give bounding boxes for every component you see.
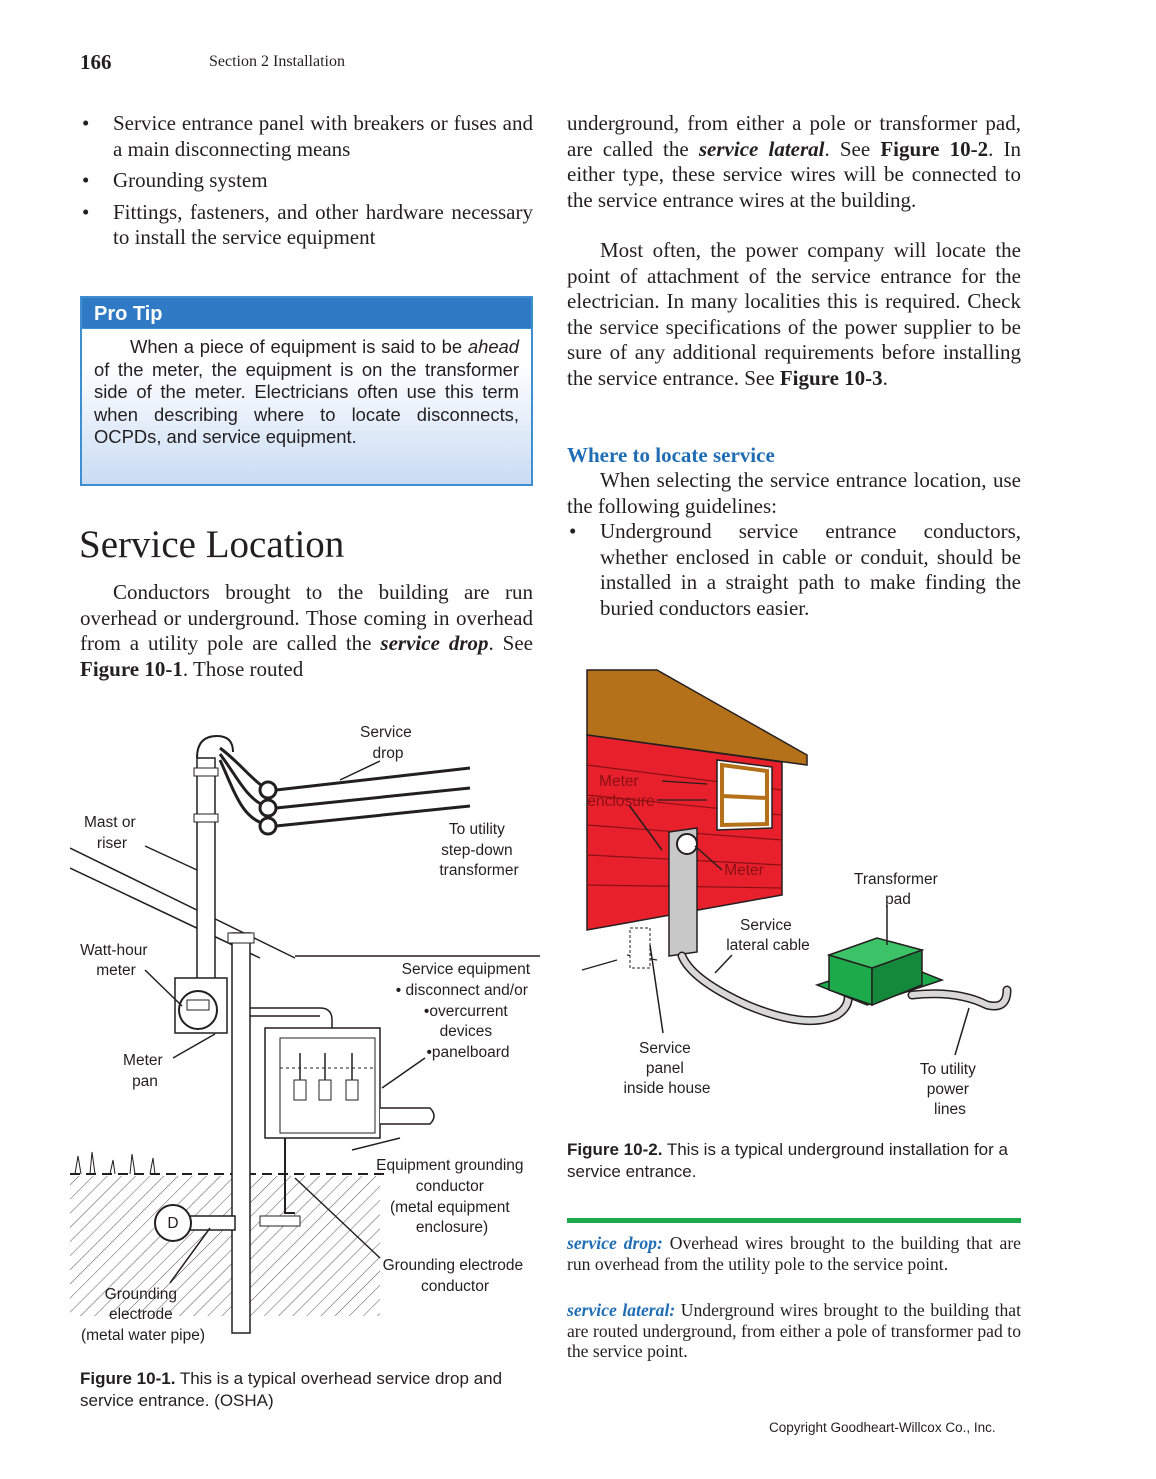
weatherhead bbox=[196, 734, 234, 759]
leader-line bbox=[381, 1057, 426, 1089]
section-heading: Service Location bbox=[79, 523, 345, 566]
mast bbox=[196, 757, 216, 989]
attachment-paragraph: Most often, the power company will locat… bbox=[567, 238, 1021, 390]
pro-tip-text: When a piece of equipment is said to be … bbox=[94, 336, 519, 448]
label-transformer-pad: Transformer pad bbox=[854, 871, 942, 908]
leader-line bbox=[339, 760, 381, 781]
service-conduit bbox=[231, 932, 251, 1334]
list-item: •Service entrance panel with breakers or… bbox=[82, 111, 533, 161]
leader-line bbox=[144, 845, 198, 871]
label-service-equipment: Service equipment • disconnect and/or •o… bbox=[396, 961, 535, 1061]
leader-line bbox=[714, 954, 733, 974]
copyright: Copyright Goodheart-Willcox Co., Inc. bbox=[769, 1420, 996, 1435]
label-utility-transformer: To utility step-down transformer bbox=[439, 821, 518, 879]
glossary-rule bbox=[567, 1218, 1021, 1223]
water-pipe bbox=[184, 1215, 236, 1231]
leader-line bbox=[351, 1137, 401, 1151]
left-bullet-list: •Service entrance panel with breakers or… bbox=[80, 111, 533, 257]
leader-line bbox=[649, 944, 664, 1034]
insulator bbox=[258, 798, 278, 818]
insulator bbox=[258, 780, 278, 800]
where-paragraph: When selecting the service entrance loca… bbox=[567, 468, 1021, 518]
service-lateral-cable-fill bbox=[679, 953, 852, 1024]
ground-soil bbox=[70, 1176, 380, 1316]
mast-strap bbox=[193, 813, 219, 823]
roof bbox=[586, 669, 808, 766]
continued-paragraph: underground, from either a pole or trans… bbox=[567, 111, 1021, 212]
pro-tip-box: Pro Tip When a piece of equipment is sai… bbox=[80, 296, 533, 486]
fuse bbox=[293, 1079, 307, 1101]
window-mullion bbox=[721, 794, 768, 800]
transformer-top bbox=[826, 937, 925, 969]
grounding-electrode-conductor bbox=[284, 1138, 295, 1214]
figure-10-2-underground-service: Meter enclosure Meter Transformer pad Se… bbox=[581, 669, 1012, 1118]
water-pipe-end bbox=[154, 1204, 192, 1242]
glossary-entry-service-drop: service drop: Overhead wires brought to … bbox=[567, 1233, 1021, 1274]
label-meter-enclosure: Meter enclosure bbox=[587, 773, 654, 810]
feeder-conduit bbox=[250, 1007, 333, 1030]
grass bbox=[74, 1151, 156, 1175]
service-drop-wire bbox=[275, 786, 471, 810]
list-item: •Grounding system bbox=[82, 168, 268, 193]
subheading: Where to locate service bbox=[567, 443, 775, 467]
service-location-paragraph: Conductors brought to the building are r… bbox=[80, 580, 534, 681]
leader-line bbox=[954, 1007, 970, 1056]
meter-dials bbox=[186, 999, 210, 1011]
service-panel-inside bbox=[629, 927, 651, 969]
list-item: •Underground service entrance conductors… bbox=[569, 519, 1021, 620]
figure-10-1-caption: Figure 10-1. This is a typical overhead … bbox=[80, 1369, 503, 1410]
figure-10-1-overhead-service: D Service drop Mast or riser To utility … bbox=[70, 724, 540, 1344]
label-utility-power-lines: To utility power lines bbox=[920, 1061, 980, 1118]
utility-cable-fill bbox=[909, 987, 1010, 1009]
meter bbox=[676, 833, 698, 855]
fuse bbox=[345, 1079, 359, 1101]
page-number: 166 bbox=[80, 50, 112, 74]
leader-line bbox=[694, 845, 723, 871]
label-mast-riser: Mast or riser bbox=[84, 814, 140, 852]
drop-wire bbox=[218, 759, 266, 826]
label-watt-hour-meter: Watt-hour meter bbox=[80, 942, 152, 979]
label-equipment-grounding-conductor: Equipment grounding conductor (metal equ… bbox=[376, 1157, 528, 1236]
service-drop-wire bbox=[275, 804, 471, 828]
label-meter-pan: Meter pan bbox=[123, 1052, 167, 1090]
insulator bbox=[258, 816, 278, 836]
leader-line bbox=[294, 1177, 381, 1259]
drop-wire bbox=[219, 746, 266, 790]
label-service-drop: Service drop bbox=[360, 724, 416, 762]
label-service-panel: Service panel inside house bbox=[623, 1040, 710, 1097]
leader-line bbox=[144, 969, 183, 1007]
label-service-lateral-cable: Service lateral cable bbox=[726, 917, 810, 954]
label-meter: Meter bbox=[724, 862, 764, 879]
leader-line bbox=[172, 1033, 216, 1059]
label-grounding-electrode-conductor: Grounding electrode conductor bbox=[383, 1257, 528, 1295]
label-grounding-electrode: Grounding electrode (metal water pipe) bbox=[81, 1286, 205, 1344]
leader-line bbox=[628, 804, 663, 851]
mast-strap bbox=[193, 767, 219, 777]
conduit-fitting bbox=[227, 932, 255, 944]
leader-line bbox=[661, 780, 708, 785]
drop-wire bbox=[218, 753, 266, 808]
meter-enclosure bbox=[668, 827, 698, 957]
service-drop-wire bbox=[275, 766, 471, 792]
where-bullet-list: •Underground service entrance conductors… bbox=[567, 519, 1021, 627]
roof-edge bbox=[70, 847, 296, 959]
glossary-entry-service-lateral: service lateral: Underground wires broug… bbox=[567, 1300, 1021, 1361]
pro-tip-title: Pro Tip bbox=[82, 298, 531, 329]
pipe-letter: D bbox=[167, 1215, 178, 1232]
running-head: Section 2 Installation bbox=[209, 53, 345, 70]
leader-line bbox=[169, 1227, 211, 1284]
list-item: •Fittings, fasteners, and other hardware… bbox=[82, 199, 533, 250]
branch-conduit bbox=[380, 1107, 435, 1125]
fuse bbox=[318, 1079, 332, 1101]
figure-10-2-caption: Figure 10-2. This is a typical undergrou… bbox=[567, 1140, 1008, 1181]
ground-clamp bbox=[259, 1215, 301, 1227]
